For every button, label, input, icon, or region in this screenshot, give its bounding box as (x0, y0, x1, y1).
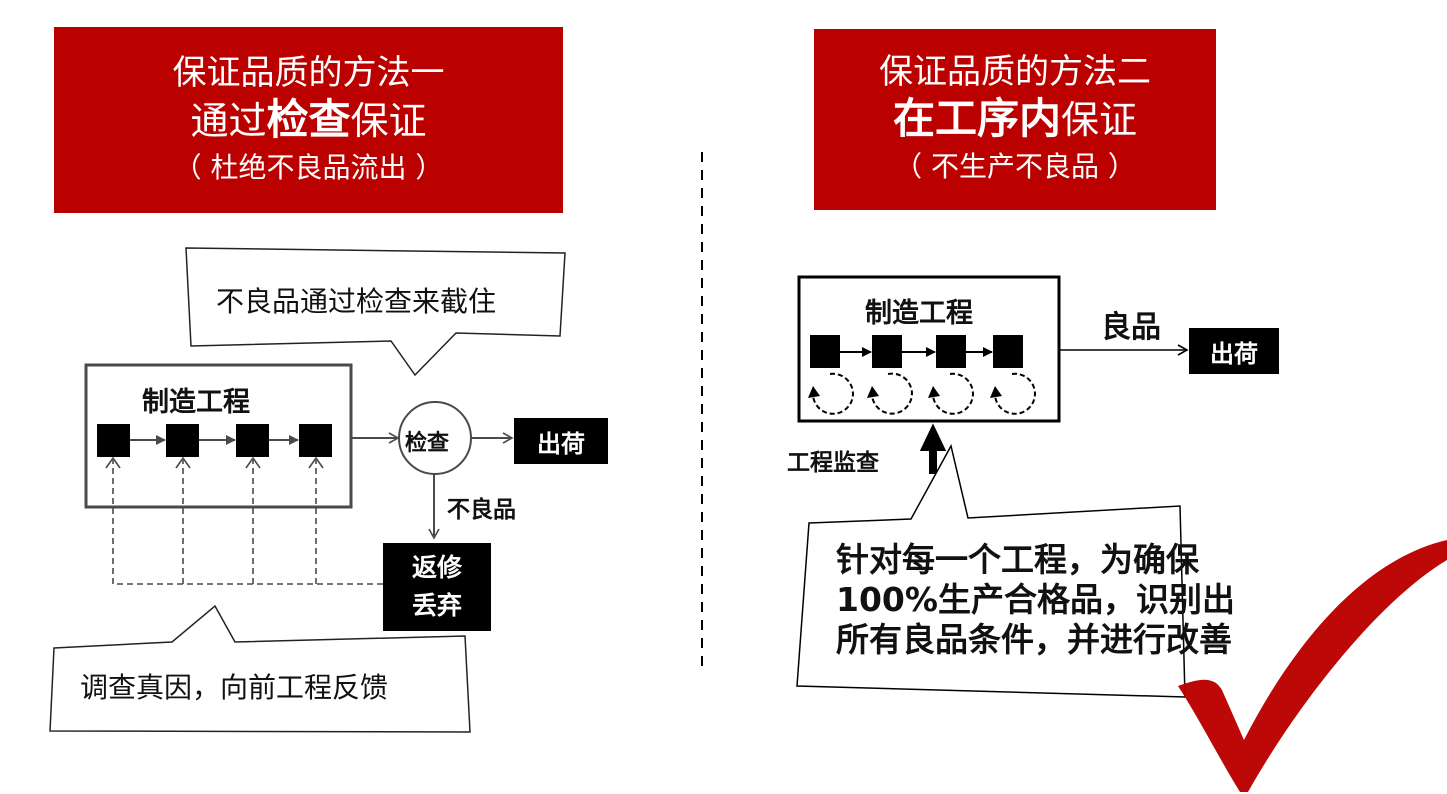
monitor-label: 工程监查 (787, 450, 879, 476)
defect-label: 不良品 (447, 497, 516, 523)
right-header-note: （ 不生产不良品 ） (894, 150, 1136, 183)
feedback-arrowheads (105, 456, 324, 469)
inspection-label: 检查 (405, 431, 450, 456)
right-process-step-2 (872, 335, 902, 368)
right-process-step-3 (936, 335, 966, 368)
callout-top-text: 不良品通过检查来截住 (216, 285, 497, 318)
right-callout-line-3: 所有良品条件，并进行改善 (836, 620, 1232, 659)
right-process-box (797, 275, 1061, 423)
cycle-icon-1 (808, 372, 854, 415)
right-header-title: 保证品质的方法二 (879, 52, 1151, 92)
callout-bubble-bottom (49, 604, 471, 733)
left-process-step-4 (299, 424, 332, 457)
right-process-step-1 (810, 335, 840, 368)
left-process-title: 制造工程 (142, 387, 250, 418)
callout-bubble-right (796, 443, 1186, 698)
right-callout-line-1: 针对每一个工程，为确保 (836, 540, 1199, 579)
rework-discard-box: 返修 丢弃 (383, 543, 491, 631)
right-header-subtitle: 在工序内保证 (892, 94, 1138, 143)
right-header: 保证品质的方法二 在工序内保证 （ 不生产不良品 ） (814, 29, 1216, 210)
left-ship-box: 出荷 (514, 418, 608, 464)
right-callout-text: 针对每一个工程，为确保 100%生产合格品，识别出 所有良品条件，并进行改善 (836, 540, 1235, 660)
callout-bubble-top (185, 247, 566, 377)
monitor-up-arrow-icon (919, 423, 947, 474)
left-process-step-1 (97, 424, 130, 457)
rework-label: 返修 (411, 553, 462, 582)
left-header: 保证品质的方法一 通过检查保证 （ 杜绝不良品流出 ） (54, 27, 563, 213)
right-ship-label: 出荷 (1210, 339, 1258, 368)
discard-label: 丢弃 (411, 591, 462, 620)
checkmark-icon (1178, 540, 1447, 792)
left-process-box (84, 363, 353, 509)
right-process-title: 制造工程 (865, 298, 973, 329)
left-process-step-3 (236, 424, 269, 457)
cycle-icon-3 (928, 372, 974, 415)
right-ship-box: 出荷 (1189, 328, 1279, 374)
feedback-dashed-line (112, 460, 383, 585)
callout-bottom-text: 调查真因，向前工程反馈 (80, 671, 389, 704)
left-header-note: （ 杜绝不良品流出 ） (173, 150, 444, 184)
good-label: 良品 (1101, 310, 1161, 345)
cycle-icon-2 (867, 372, 913, 415)
left-header-title: 保证品质的方法一 (172, 52, 445, 93)
left-process-step-2 (166, 424, 199, 457)
right-process-step-4 (993, 335, 1023, 368)
cycle-icon-4 (990, 372, 1036, 415)
right-callout-line-2: 100%生产合格品，识别出 (836, 580, 1235, 619)
left-ship-label: 出荷 (537, 429, 585, 458)
left-header-subtitle: 通过检查保证 (190, 94, 427, 144)
